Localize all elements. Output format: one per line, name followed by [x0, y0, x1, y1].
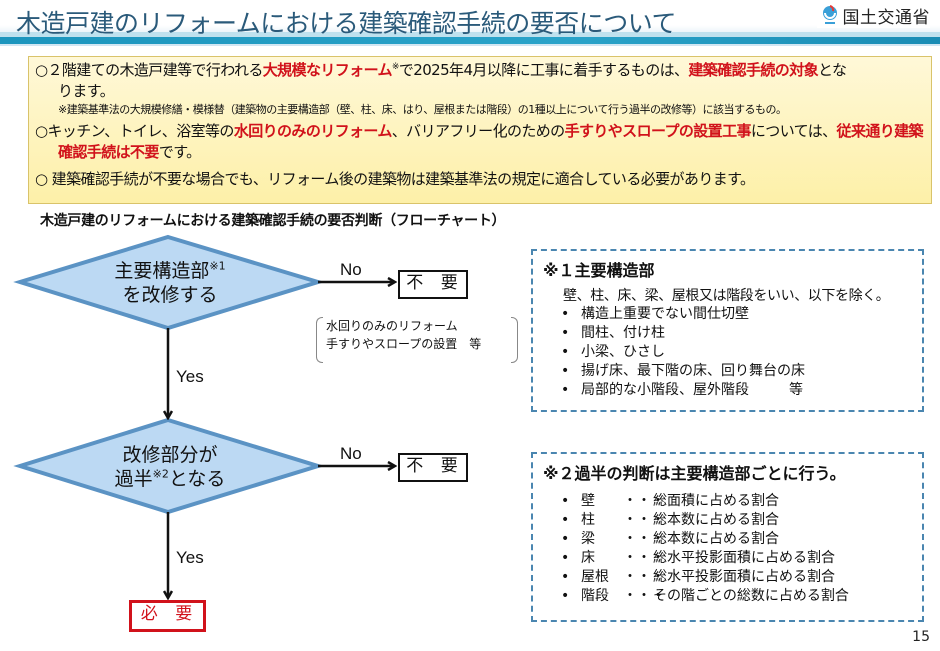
list-item: 階段・・・その階ごとの総数に占める割合	[561, 587, 912, 606]
list-item: 柱 ・・・総本数に占める割合	[561, 511, 912, 530]
text: 主要構造部	[114, 260, 210, 282]
etc-suffix: 等	[789, 382, 803, 398]
definition-2-list: 壁・・・総面積に占める割合 柱・・・総本数に占める割合 梁・・・総本数に占める割…	[543, 492, 912, 606]
mlit-logo-icon	[822, 4, 837, 24]
list-item: 床 ・・・総水平投影面積に占める割合	[561, 549, 912, 568]
result-unneeded-1: 不 要	[398, 270, 468, 299]
desc: 総本数に占める割合	[653, 512, 779, 528]
edge-label-yes-1: Yes	[176, 367, 204, 386]
text: を改修する	[122, 284, 218, 306]
definition-main-structure: ※１主要構造部 壁、柱、床、梁、屋根又は階段をいい、以下を除く。 構造上重要でな…	[531, 249, 924, 412]
edge-label-no-1: No	[340, 260, 362, 279]
text: 改修部分が	[122, 444, 218, 466]
separator: ・・・	[623, 512, 665, 528]
decision-1-label: 主要構造部※1 を改修する	[80, 259, 260, 307]
result-needed: 必 要	[129, 600, 206, 632]
notice-item-1-note: ※建築基準法の大規模修繕・模様替（建築物の主要構造部（壁、柱、床、はり、屋根また…	[58, 103, 787, 116]
desc: その階ごとの総数に占める割合	[653, 588, 849, 604]
text: とな	[818, 61, 847, 79]
header-band-dark	[0, 37, 940, 44]
text: 局部的な小階段、屋外階段	[581, 382, 749, 398]
highlight-as-before: 従来通り建築	[836, 122, 924, 140]
desc: 総面積に占める割合	[653, 493, 779, 509]
decision-2-label: 改修部分が 過半※2となる	[80, 443, 260, 491]
text: 建築確認手続が不要な場合でも、リフォーム後の建築物は建築基準法の規定に適合してい…	[47, 170, 755, 188]
list-item: 局部的な小階段、屋外階段 等	[561, 381, 912, 400]
separator: ・・・	[623, 588, 665, 604]
header-band-light	[0, 32, 940, 37]
definition-majority-rule: ※２過半の判断は主要構造部ごとに行う。 壁・・・総面積に占める割合 柱・・・総本…	[531, 452, 924, 622]
logo-text: 国土交通省	[842, 8, 930, 28]
text: については、	[750, 122, 837, 140]
footnote-mark: ※	[391, 62, 400, 72]
notice-box: ○２階建ての木造戸建等で行われる大規模なリフォーム※で2025年4月以降に工事に…	[28, 56, 932, 204]
flowchart-title: 木造戸建のリフォームにおける建築確認手続の要否判断（フローチャート）	[40, 213, 506, 229]
list-item: 揚げ床、最下階の床、回り舞台の床	[561, 362, 912, 381]
desc: 総水平投影面積に占める割合	[653, 550, 835, 566]
edge-label-yes-2: Yes	[176, 548, 204, 567]
highlight-not-required: 確認手続は不要	[58, 143, 159, 161]
notice-item-1: ○２階建ての木造戸建等で行われる大規模なリフォーム※で2025年4月以降に工事に…	[35, 60, 925, 81]
separator: ・・・	[623, 493, 665, 509]
term: 梁	[581, 531, 595, 547]
bullet: ○	[35, 61, 48, 79]
list-item: 梁 ・・・総本数に占める割合	[561, 530, 912, 549]
notice-item-2: ○キッチン、トイレ、浴室等の水回りのみのリフォーム、バリアフリー化のための手すり…	[35, 121, 925, 142]
definition-2-heading: ※２過半の判断は主要構造部ごとに行う。	[543, 464, 846, 483]
highlight-large-reform: 大規模なリフォーム	[262, 61, 393, 79]
page-number: 15	[912, 629, 930, 645]
separator: ・・・	[623, 569, 665, 585]
separator: ・・・	[623, 531, 665, 547]
page-title: 木造戸建のリフォームにおける建築確認手続の要否について	[16, 9, 677, 38]
notice-item-1-cont: ります。	[58, 82, 115, 100]
footnote-mark: ※2	[152, 467, 169, 481]
note-line: 水回りのみのリフォーム	[326, 319, 458, 333]
term: 壁	[581, 493, 595, 509]
definition-1-intro: 壁、柱、床、梁、屋根又は階段をいい、以下を除く。	[563, 288, 890, 304]
footnote-mark: ※1	[209, 259, 226, 273]
note-line: 手すりやスロープの設置 等	[326, 337, 482, 351]
text: ２階建ての木造戸建等で行われる	[47, 61, 264, 79]
exception-note: 水回りのみのリフォーム 手すりやスロープの設置 等	[316, 317, 518, 363]
text: となる	[168, 468, 226, 490]
definition-1-heading: ※１主要構造部	[543, 261, 655, 280]
notice-item-2-cont: 確認手続は不要です。	[35, 142, 925, 163]
term: 床	[581, 550, 595, 566]
list-item: 構造上重要でない間仕切壁	[561, 305, 912, 324]
result-unneeded-2: 不 要	[398, 453, 468, 482]
bullet: ○	[35, 122, 48, 140]
term: 柱	[581, 512, 595, 528]
list-item: 間柱、付け柱	[561, 324, 912, 343]
text: です。	[158, 143, 201, 161]
highlight-water-only: 水回りのみのリフォーム	[233, 122, 393, 140]
highlight-confirmation-target: 建築確認手続の対象	[688, 61, 819, 79]
desc: 総本数に占める割合	[653, 531, 779, 547]
separator: ・・・	[623, 550, 665, 566]
text: 、バリアフリー化のための	[391, 122, 565, 140]
bullet: ○	[35, 170, 48, 188]
header: 木造戸建のリフォームにおける建築確認手続の要否について 国土交通省	[0, 0, 940, 46]
term: 屋根	[581, 569, 609, 585]
edge-label-no-2: No	[340, 444, 362, 463]
text: キッチン、トイレ、浴室等の	[47, 122, 235, 140]
notice-item-3: ○ 建築確認手続が不要な場合でも、リフォーム後の建築物は建築基準法の規定に適合し…	[35, 169, 925, 190]
list-item: 小梁、ひさし	[561, 343, 912, 362]
text: 過半	[114, 468, 153, 490]
text: で2025年4月以降に工事に着手するものは、	[398, 61, 689, 79]
highlight-handrail-slope: 手すりやスロープの設置工事	[564, 122, 752, 140]
list-item: 屋根・・・総水平投影面積に占める割合	[561, 568, 912, 587]
definition-1-list: 構造上重要でない間仕切壁 間柱、付け柱 小梁、ひさし 揚げ床、最下階の床、回り舞…	[543, 305, 912, 400]
term: 階段	[581, 588, 609, 604]
desc: 総水平投影面積に占める割合	[653, 569, 835, 585]
list-item: 壁 ・・・総面積に占める割合	[561, 492, 912, 511]
logo: 国土交通省	[816, 3, 930, 28]
